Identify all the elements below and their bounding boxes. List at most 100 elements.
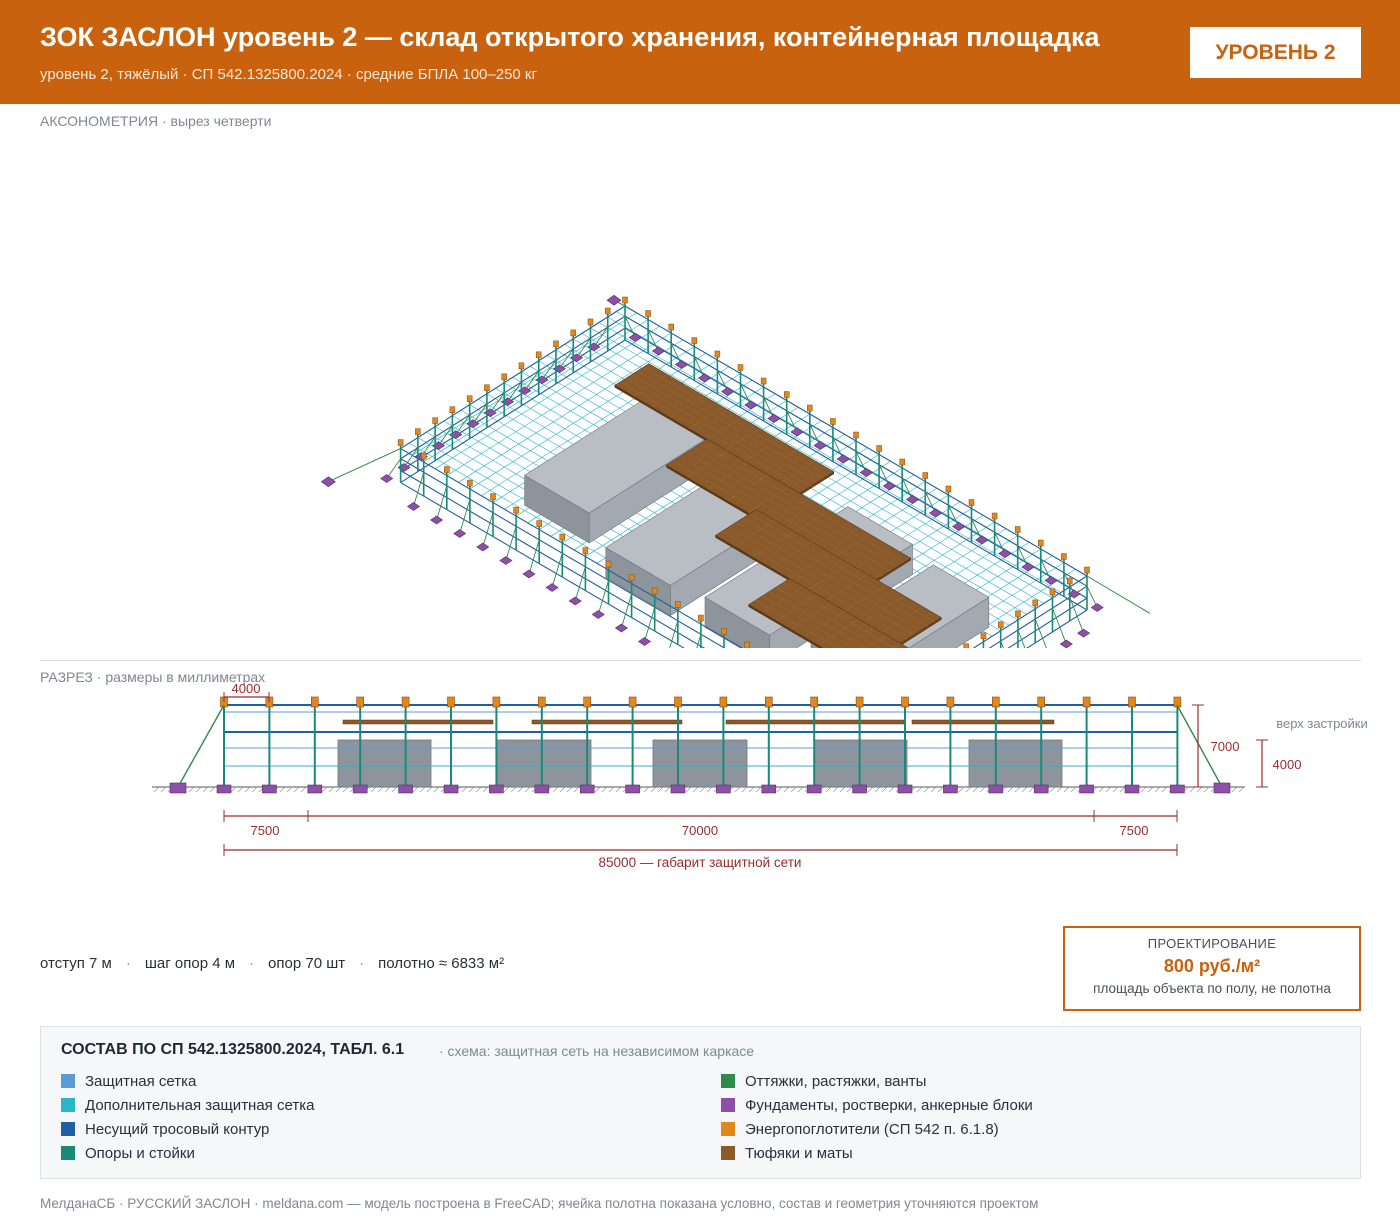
ground-hatch: [482, 786, 489, 793]
foundation-block: [1021, 562, 1035, 572]
ground-hatch: [832, 786, 839, 793]
ground-hatch: [1238, 786, 1245, 793]
mat-grid-line: [631, 374, 817, 483]
section-foundation: [1079, 784, 1094, 794]
foundation-block: [928, 508, 943, 518]
section-foundation: [216, 784, 232, 794]
ground-hatch: [1140, 786, 1147, 793]
ground-hatch: [1189, 786, 1196, 793]
section-absorber: [311, 696, 319, 708]
energy-absorber: [605, 560, 612, 568]
foundation-block: [859, 468, 873, 477]
mat-grid-line: [769, 591, 867, 648]
section-foundation: [307, 784, 323, 794]
section-absorber: [810, 696, 819, 708]
foundation-block: [674, 360, 688, 369]
energy-absorber: [899, 458, 905, 466]
ground-hatch: [888, 786, 895, 793]
guy-wire: [696, 634, 702, 648]
foundation-block: [518, 386, 532, 396]
foundation-block: [406, 502, 421, 511]
section-foundation: [761, 784, 777, 794]
ground-hatch: [1154, 786, 1161, 793]
energy-absorber: [1084, 566, 1090, 574]
ground-hatch: [209, 786, 216, 793]
mat-grid-line: [620, 381, 806, 490]
foundation-block: [905, 495, 919, 504]
section-absorber: [356, 696, 364, 708]
section-foundation: [579, 784, 595, 794]
dim-height-build-label: 4000: [1273, 757, 1302, 772]
legend-swatch: [61, 1146, 75, 1160]
section-foundation: [716, 784, 731, 794]
guy-wire: [386, 458, 401, 479]
energy-absorber: [466, 395, 473, 402]
corner-foundation: [320, 476, 336, 488]
energy-absorber: [484, 384, 490, 391]
energy-absorber: [714, 350, 721, 358]
guy-wire: [647, 329, 659, 352]
foundation-block: [545, 583, 559, 592]
foundation-block: [591, 610, 605, 619]
legend-label: Опоры и стойки: [85, 1144, 195, 1162]
ground-hatch: [342, 786, 349, 793]
section-foundation: [943, 784, 958, 794]
foundation-block: [568, 596, 582, 606]
section-foundation: [806, 784, 822, 794]
foundation-block: [651, 346, 665, 356]
dim-step-label: 4000: [232, 681, 261, 696]
ground-hatch: [391, 786, 398, 793]
guy-wire: [693, 356, 705, 379]
legend-label: Дополнительная защитная сетка: [85, 1096, 315, 1114]
ground-hatch: [503, 786, 510, 793]
guy-wire: [763, 397, 775, 419]
ground-hatch: [1196, 786, 1203, 793]
energy-absorber: [536, 520, 542, 527]
foundation-block: [476, 542, 490, 552]
ground-hatch: [741, 786, 748, 793]
guy-wire: [403, 447, 419, 468]
foundation-block: [1059, 639, 1073, 648]
legend-item: Фундаменты, ростверки, анкерные блоки: [721, 1093, 1033, 1117]
guy-wire: [505, 526, 517, 561]
legend-swatch: [61, 1098, 75, 1112]
ground-hatch: [1014, 786, 1021, 793]
ground-hatch: [475, 786, 482, 793]
foundation-block: [637, 637, 652, 646]
energy-absorber: [853, 431, 859, 439]
energy-absorber: [744, 641, 750, 648]
ground-hatch: [692, 786, 699, 793]
ground-hatch: [825, 786, 832, 793]
ground-hatch: [573, 786, 580, 793]
legend-label: Защитная сетка: [85, 1072, 197, 1090]
section-end-foundation: [169, 782, 187, 794]
guy-wire: [1017, 629, 1026, 648]
section-foundation: [262, 784, 277, 794]
guy-wire: [436, 485, 448, 521]
footer-note: МелданаСБ · РУССКИЙ ЗАСЛОН · meldana.com…: [40, 1196, 1039, 1211]
mat-section: [342, 719, 494, 725]
energy-absorber: [587, 318, 594, 326]
ground-hatch: [685, 786, 692, 793]
perimeter-cable: [400, 305, 626, 450]
section-absorber: [1082, 696, 1091, 708]
ground-hatch: [468, 786, 475, 793]
legend-swatch: [61, 1122, 75, 1136]
perimeter-cable: [1007, 597, 1088, 648]
guy-wire: [832, 437, 844, 460]
ground-hatch: [419, 786, 426, 793]
ground-hatch: [230, 786, 237, 793]
energy-absorber: [622, 296, 628, 304]
section-absorber: [991, 696, 1000, 708]
legend-swatch: [721, 1074, 735, 1088]
energy-absorber: [415, 428, 421, 435]
section-absorber: [1128, 696, 1136, 708]
energy-absorber: [432, 417, 438, 424]
foundation-block: [1067, 589, 1081, 599]
mat-grid-line: [762, 595, 852, 648]
dim-left-label: 7500: [251, 823, 280, 838]
page-title: ЗОК ЗАСЛОН уровень 2 — склад открытого х…: [40, 22, 1100, 52]
ground-hatch: [202, 786, 209, 793]
energy-absorber: [651, 587, 658, 595]
mat-grid-line: [775, 587, 881, 648]
